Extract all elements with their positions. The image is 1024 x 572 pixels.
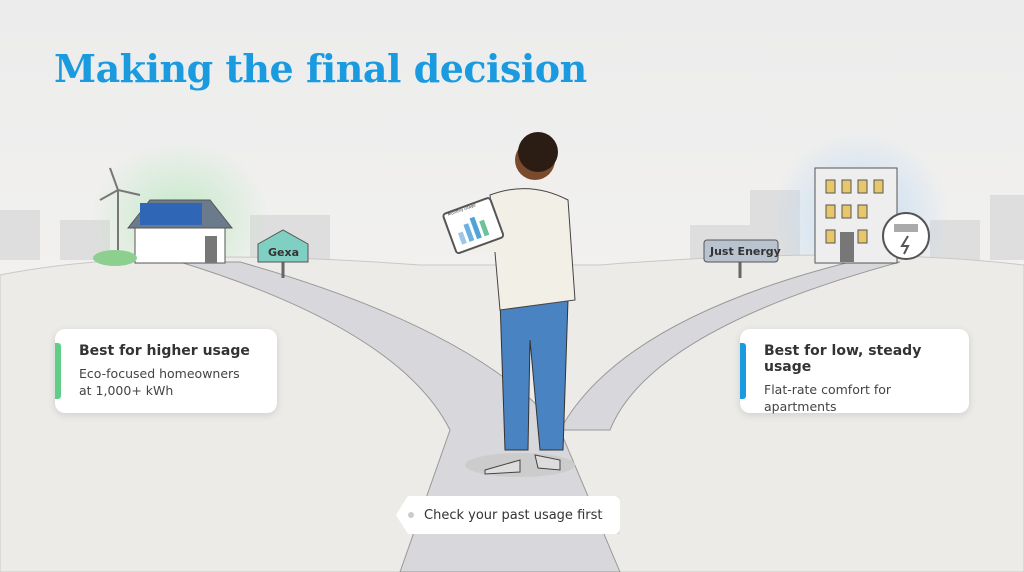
eco-house-icon [93, 167, 234, 266]
card-heading: Best for low, steady usage [764, 343, 922, 375]
accent-bar [740, 343, 746, 399]
tablet-icon [442, 197, 505, 255]
gexa-sign-post [257, 229, 309, 278]
card-line: Flat-rate comfort for [764, 382, 892, 397]
card-heading: Best for higher usage [79, 343, 250, 359]
page-title: Making the final decision [54, 46, 587, 91]
tag-hole-icon [408, 512, 414, 518]
gexa-sign-label: Gexa [268, 246, 300, 259]
card-line: at 1,000+ kWh [79, 383, 174, 398]
just-energy-sign-post [703, 239, 779, 278]
option-card-higher-usage: Best for higher usage Eco-focused homeow… [55, 329, 277, 413]
card-line: apartments [764, 399, 837, 414]
just-energy-sign-label: Just Energy [710, 245, 781, 258]
card-line: Eco-focused homeowners [79, 366, 240, 381]
tip-text: Check your past usage first [424, 507, 603, 523]
road-right [559, 261, 901, 431]
lightning-icon [900, 235, 910, 255]
tip-tag: Check your past usage first [396, 496, 620, 534]
person-with-tablet [442, 132, 576, 477]
option-card-low-usage: Best for low, steady usage Flat-rate com… [740, 329, 969, 414]
accent-bar [55, 343, 61, 399]
apartment-building-icon [814, 167, 930, 264]
